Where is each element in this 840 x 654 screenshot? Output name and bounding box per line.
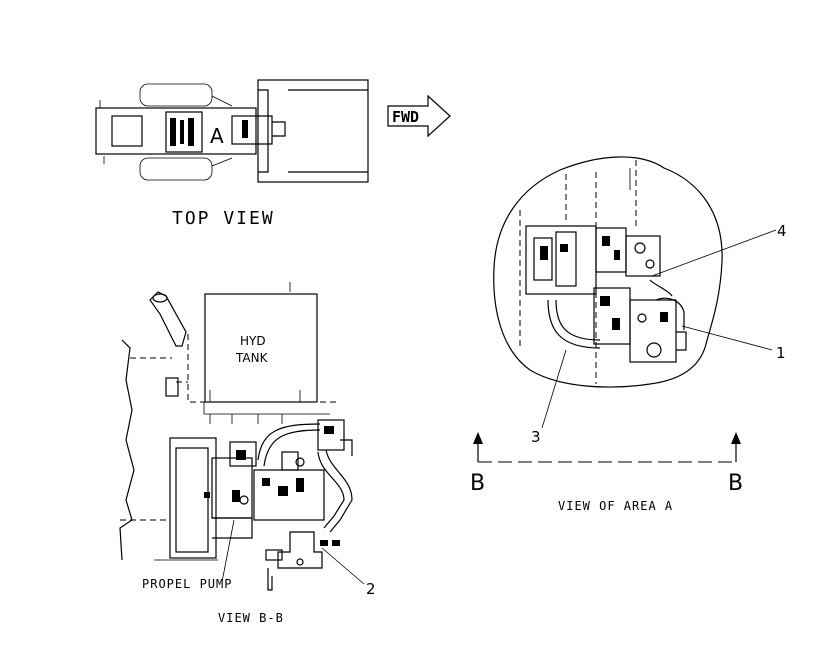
hyd-tank-label-line1: HYD bbox=[240, 334, 266, 348]
view-area-a-title: VIEW OF AREA A bbox=[558, 499, 673, 513]
view-bb-title: VIEW B-B bbox=[218, 611, 284, 625]
section-line-bb bbox=[473, 432, 741, 463]
callout-2: 2 bbox=[366, 580, 376, 598]
hyd-tank-label-line2: TANK bbox=[235, 351, 269, 365]
callout-3: 3 bbox=[531, 428, 541, 446]
view-bb-drawing: HYD TANK bbox=[119, 282, 365, 591]
propel-pump-label: PROPEL PUMP bbox=[142, 577, 232, 591]
section-label-right: B bbox=[728, 471, 743, 496]
area-a-detail-drawing bbox=[493, 156, 777, 429]
top-view-drawing: A bbox=[95, 79, 369, 183]
callout-4: 4 bbox=[777, 222, 787, 240]
area-marker-label: A bbox=[210, 124, 224, 148]
callout-1: 1 bbox=[776, 344, 786, 362]
fwd-label: FWD bbox=[392, 108, 419, 126]
section-label-left: B bbox=[470, 471, 485, 496]
top-view-title: TOP VIEW bbox=[172, 208, 275, 229]
forward-arrow: FWD bbox=[387, 94, 451, 138]
